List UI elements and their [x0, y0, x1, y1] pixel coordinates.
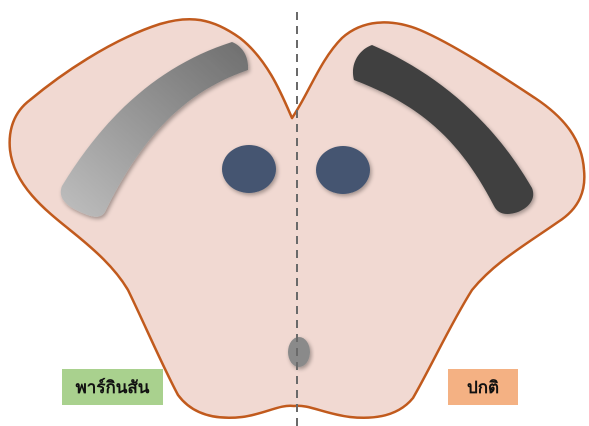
- cerebral-aqueduct: [288, 337, 310, 367]
- parkinsons-label: พาร์กินสัน: [62, 369, 163, 405]
- normal-label: ปกติ: [448, 369, 518, 405]
- left-red-nucleus: [222, 145, 276, 193]
- right-red-nucleus: [316, 146, 370, 194]
